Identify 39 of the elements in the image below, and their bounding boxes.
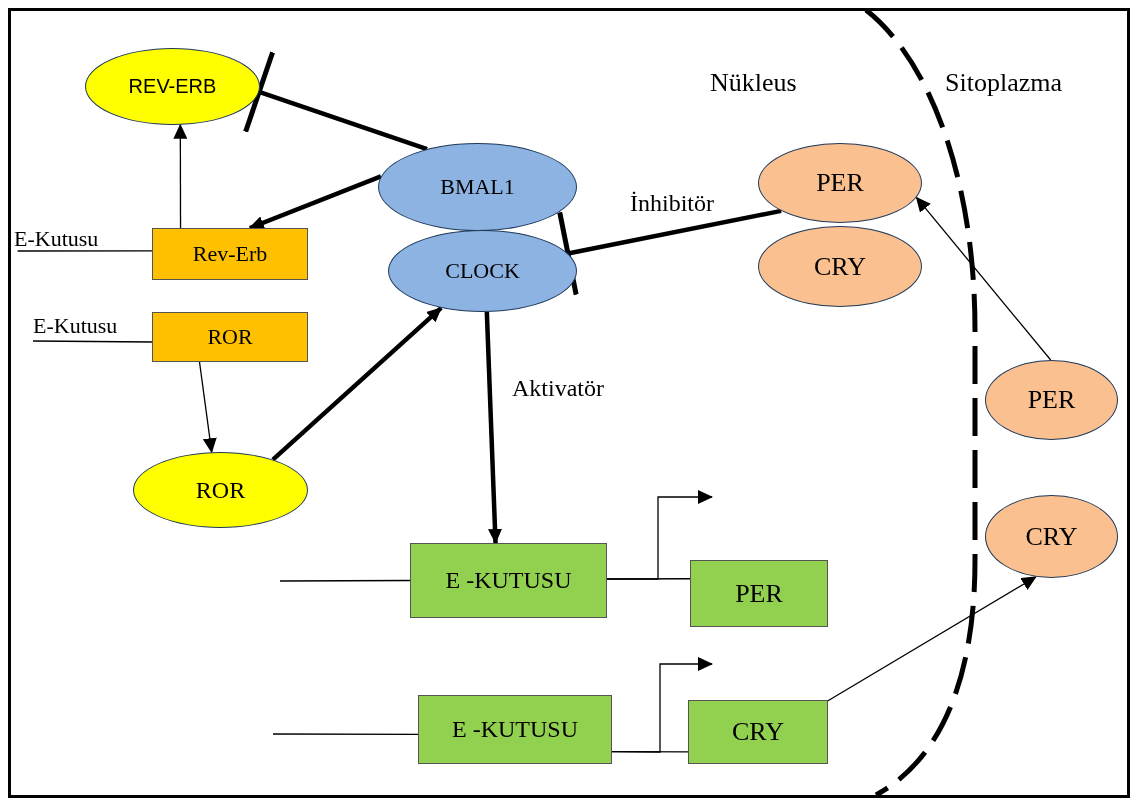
node-label: PER: [816, 168, 864, 198]
region-label: Nükleus: [710, 68, 797, 98]
region-label: Sitoplazma: [945, 68, 1062, 98]
node-label: CRY: [814, 251, 866, 282]
node-label: PER: [1027, 385, 1076, 415]
ellipse-node: [388, 230, 577, 312]
arrow: [484, 311, 502, 544]
gene-box: [418, 695, 612, 764]
line: [279, 579, 411, 582]
gene-box: [688, 700, 828, 764]
promoter-label: E-Kutusu: [33, 312, 118, 339]
gene-box: [410, 543, 607, 618]
arrow: [827, 576, 1037, 702]
node-label: REV-ERB: [128, 75, 217, 98]
arrow: [271, 306, 443, 462]
inhibition-line: [243, 49, 428, 152]
node-label: E -KUTUSU: [445, 567, 572, 594]
node-label: BMAL1: [440, 174, 515, 200]
gene-box: [152, 312, 308, 362]
node-label: ROR: [207, 324, 253, 350]
line: [17, 250, 153, 252]
node-label: PER: [735, 578, 783, 609]
arrow: [173, 123, 188, 229]
node-label: E -KUTUSU: [452, 716, 578, 743]
arrow: [606, 490, 713, 580]
arrow: [915, 196, 1052, 361]
node-label: CRY: [1025, 521, 1078, 552]
gene-box: [690, 560, 828, 627]
arrow: [198, 361, 217, 454]
node-label: ROR: [195, 476, 246, 504]
line: [272, 733, 419, 735]
promoter-label: E-Kutusu: [14, 226, 99, 252]
arrow: [611, 657, 713, 753]
node-label: Rev-Erb: [192, 241, 268, 267]
line: [32, 340, 153, 343]
node-label: CLOCK: [445, 258, 520, 284]
inhibition-line: [557, 208, 782, 298]
gene-box: [152, 228, 308, 280]
node-label: CRY: [732, 717, 784, 747]
